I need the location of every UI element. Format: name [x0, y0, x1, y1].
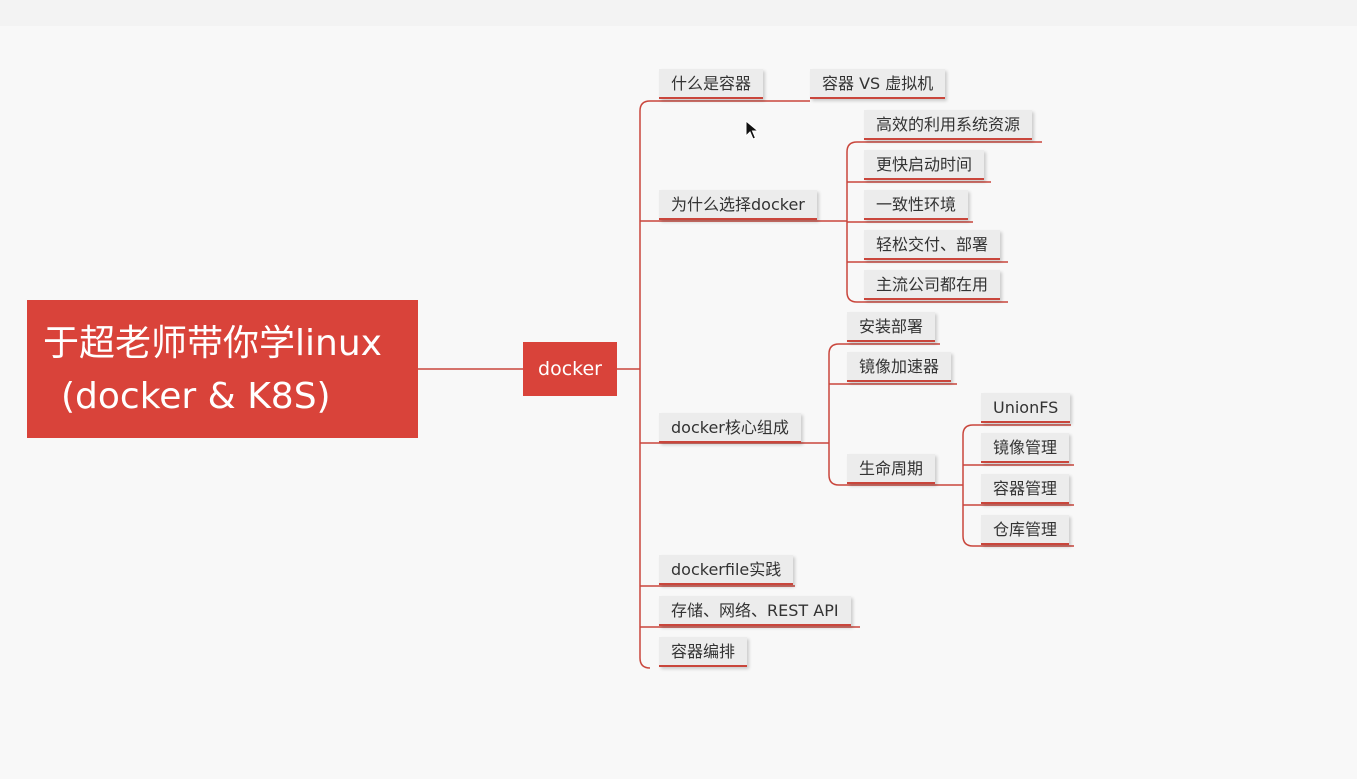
root-title-line1: 于超老师带你学linux — [43, 323, 382, 364]
mouse-cursor-icon — [745, 120, 760, 140]
topic-lifecycle-registry[interactable]: 仓库管理 — [981, 515, 1070, 545]
topic-lifecycle-image[interactable]: 镜像管理 — [981, 433, 1070, 463]
topic-core-mirror[interactable]: 镜像加速器 — [847, 352, 952, 382]
connector-trunk — [639, 100, 651, 669]
topic-orchestration[interactable]: 容器编排 — [659, 637, 748, 667]
topic-container-vs-vm[interactable]: 容器 VS 虚拟机 — [810, 69, 946, 99]
topic-storage-network[interactable]: 存储、网络、REST API — [659, 596, 851, 626]
topic-core-install[interactable]: 安装部署 — [847, 312, 936, 342]
topic-core-lifecycle[interactable]: 生命周期 — [847, 454, 936, 484]
topic-why-docker[interactable]: 为什么选择docker — [659, 190, 817, 220]
root-topic[interactable]: 于超老师带你学linux (docker & K8S) — [27, 300, 418, 438]
topic-why-item-1[interactable]: 高效的利用系统资源 — [864, 110, 1033, 140]
topic-what-container[interactable]: 什么是容器 — [659, 69, 764, 99]
topic-why-item-4[interactable]: 轻松交付、部署 — [864, 230, 1001, 260]
topic-why-item-3[interactable]: 一致性环境 — [864, 190, 969, 220]
topic-dockerfile[interactable]: dockerfile实践 — [659, 555, 794, 585]
topic-docker-core[interactable]: docker核心组成 — [659, 413, 801, 443]
topic-lifecycle-unionfs[interactable]: UnionFS — [981, 393, 1071, 423]
topic-lifecycle-container[interactable]: 容器管理 — [981, 474, 1070, 504]
top-bar — [0, 0, 1357, 26]
topic-why-item-5[interactable]: 主流公司都在用 — [864, 270, 1001, 300]
root-title-line2: (docker & K8S) — [61, 376, 331, 417]
hub-topic-docker[interactable]: docker — [523, 342, 617, 396]
topic-why-item-2[interactable]: 更快启动时间 — [864, 150, 985, 180]
